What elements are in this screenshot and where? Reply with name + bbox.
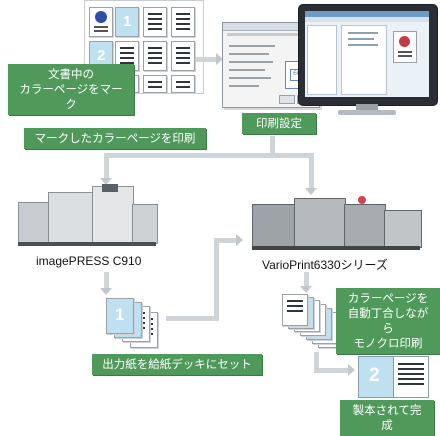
connector-mono-down [304,272,309,288]
monitor-screen [305,11,429,97]
monitor-base [338,110,396,115]
label-auto-collate: カラーページを 自動丁合しながら モノクロ印刷 [336,288,440,354]
computer-monitor [298,4,438,106]
connector-to-color [104,153,109,179]
dialog-titlebar [223,23,319,31]
arrow-head-mono-in [236,234,243,246]
color-printer-name: imagePRESS C910 [36,254,142,268]
connector-color-to-stack [104,272,109,290]
arrow-head-color [100,178,112,185]
mono-page-thumb [143,41,167,71]
document-thumbnails: 1 2 [84,0,204,94]
dialog-ok-button[interactable] [279,95,295,104]
color-printer [18,184,158,246]
monitor-stand [356,104,378,110]
dialog-tabs [227,33,313,36]
bound-book: 2 [358,356,430,398]
mono-page-thumb [171,41,195,71]
color-page-thumb [89,7,113,37]
color-output-stack: 2 1 [102,298,166,354]
arrow-head-right [216,53,223,65]
connector-to-mono [309,153,314,189]
label-print-settings: 印刷設定 [242,113,316,134]
arrow-head-book [348,364,355,376]
label-finished: 製本されて完成 [340,400,434,436]
mono-page-thumb [171,75,195,93]
page-number-two: 2 [369,365,380,386]
label-mark-color-pages: 文書中の カラーページをマーク [8,64,134,115]
mono-page-thumb [171,7,195,37]
connector-down-main [270,136,275,154]
arrow-to-dialog [196,57,218,62]
connector-horizontal [104,153,314,158]
connector-stack-up [214,238,219,321]
mono-printer [252,194,422,250]
connector-collated-right [314,368,350,373]
mono-page-thumb [143,75,167,93]
screen-preview-page [393,31,417,63]
connector-to-mono-in [214,238,238,243]
label-set-output-paper: 出力紙を給紙デッキにセット [92,354,262,375]
page-number-two: 2 [97,47,106,64]
screen-document [341,25,387,95]
arrow-head-stack [100,288,112,295]
label-print-marked-color: マークしたカラーページを印刷 [24,128,206,149]
color-page-thumb: 1 [115,7,139,37]
mono-printer-name: VarioPrint6330シリーズ [262,258,388,272]
mono-page-thumb [143,7,167,37]
arrow-head-mono [305,188,317,195]
connector-stack-right [166,316,218,321]
page-number-one: 1 [123,13,132,30]
page-number-one: 1 [115,305,125,324]
screen-sidebar [307,25,337,95]
arrow-head-collated [300,286,312,293]
connector-collated-down [314,352,319,372]
